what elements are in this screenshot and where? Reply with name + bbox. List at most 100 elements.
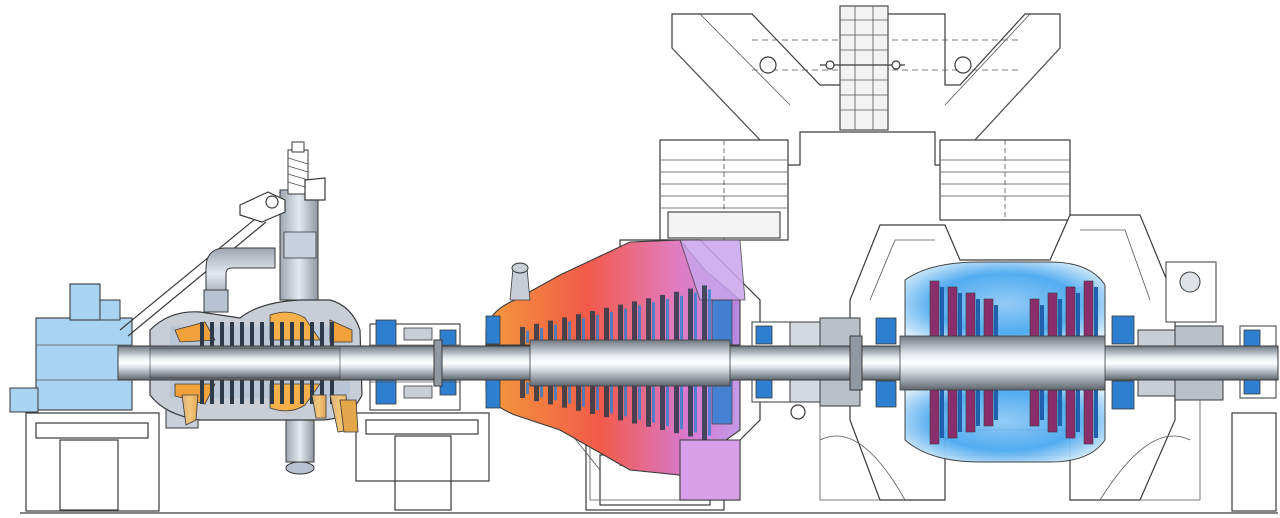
lp-exhaust-hood [671, 5, 1061, 166]
lp-vane [1076, 293, 1080, 343]
ip-blade [674, 380, 679, 434]
hp-blade [230, 322, 234, 346]
ip-blade [646, 298, 651, 345]
ip-blade [548, 320, 553, 345]
lp-vane [1058, 382, 1062, 426]
lp-vane [1094, 287, 1098, 343]
ip-blade [660, 380, 665, 430]
hp-blade [320, 322, 324, 346]
ip-vane [694, 292, 697, 343]
lp-vane [1076, 382, 1080, 432]
ip-blade [590, 380, 595, 414]
ip-vane [708, 382, 711, 436]
ip-turbine [485, 239, 746, 501]
ip-blade [618, 380, 623, 421]
ip-blade [618, 304, 623, 345]
hp-blade [250, 322, 254, 346]
ip-blade [688, 288, 693, 345]
lp-blade-rows [929, 280, 1098, 445]
hp-blade [210, 322, 214, 346]
ip-vane [708, 289, 711, 343]
hp-blade [310, 380, 314, 404]
lp-vane [1094, 382, 1098, 438]
lp-vane [1040, 382, 1044, 420]
ip-blade [548, 380, 553, 405]
ip-vane [526, 382, 529, 394]
hp-blade [330, 380, 334, 404]
hp-blade [260, 322, 264, 346]
hp-blade [270, 322, 274, 346]
ip-blade [576, 380, 581, 411]
hp-blade-rows [200, 322, 334, 404]
ip-blade [702, 285, 707, 345]
hp-blade [280, 380, 284, 404]
ip-vane [582, 382, 585, 407]
ip-blade [632, 301, 637, 345]
lp-vane [940, 382, 944, 438]
ip-vane [554, 324, 557, 343]
lp-vane [1058, 299, 1062, 343]
hp-blade [290, 322, 294, 346]
hp-blade [290, 380, 294, 404]
ip-blade [604, 307, 609, 345]
hp-blade [250, 380, 254, 404]
ip-vane [554, 382, 557, 401]
hp-blade [200, 322, 204, 346]
lp-vane [958, 382, 962, 432]
lp-vane [976, 382, 980, 426]
hp-blade [200, 380, 204, 404]
ip-blade [674, 291, 679, 345]
ip-blade [702, 380, 707, 440]
lp-turbine [875, 261, 1135, 463]
lp-vane [1040, 305, 1044, 343]
lp-vane [976, 299, 980, 343]
lp-vane [958, 293, 962, 343]
ip-vane [610, 382, 613, 414]
main-shaft [117, 335, 1279, 391]
ip-blade [562, 317, 567, 345]
ip-blade [590, 311, 595, 345]
crossover-bellows-left [659, 139, 789, 241]
ip-blade [660, 295, 665, 345]
ip-blade [562, 380, 567, 408]
front-bearing-pedestal [9, 283, 133, 413]
ip-vane [638, 382, 641, 420]
ip-blade [688, 380, 693, 437]
hp-blade [330, 322, 334, 346]
ip-vane [526, 331, 529, 343]
lp-blade [1083, 280, 1094, 346]
ip-vane [666, 299, 669, 343]
ip-vane [596, 315, 599, 343]
valve-actuator [119, 141, 326, 337]
ip-blade [534, 380, 539, 402]
ip-vane [568, 382, 571, 404]
ip-vane [680, 295, 683, 343]
lp-blade [929, 280, 940, 346]
hp-blade [220, 322, 224, 346]
hp-blade [300, 380, 304, 404]
ip-vane [652, 382, 655, 423]
ip-blade [520, 380, 525, 398]
ip-vane [666, 382, 669, 426]
hp-blade [240, 380, 244, 404]
ip-vane [638, 305, 641, 343]
hp-blade [230, 380, 234, 404]
ip-vane [582, 318, 585, 343]
hp-blade [260, 380, 264, 404]
hp-blade [210, 380, 214, 404]
hp-blade [270, 380, 274, 404]
ip-vane [652, 302, 655, 343]
hp-blade [240, 322, 244, 346]
ip-blade [576, 314, 581, 345]
ip-blade [604, 380, 609, 418]
lp-vane [994, 305, 998, 343]
hp-blade [280, 322, 284, 346]
ip-vane [568, 321, 571, 343]
ip-vane [610, 311, 613, 343]
ip-blade [646, 380, 651, 427]
hp-blade [220, 380, 224, 404]
ip-vane [694, 382, 697, 433]
ip-blade [520, 327, 525, 345]
